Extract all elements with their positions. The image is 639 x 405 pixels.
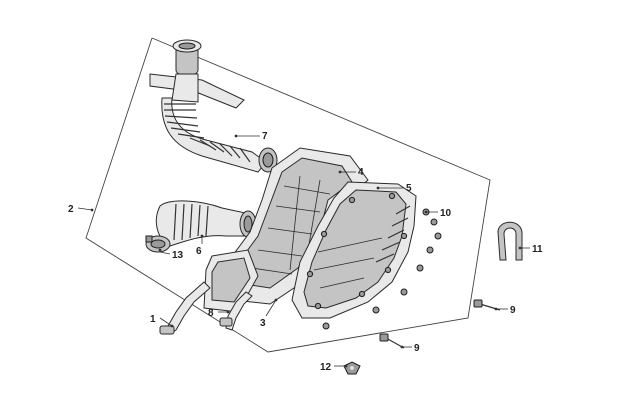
callout-3: 3 bbox=[260, 298, 278, 329]
callout-1: 1 bbox=[150, 314, 174, 328]
svg-text:13: 13 bbox=[172, 250, 184, 261]
svg-text:10: 10 bbox=[440, 208, 452, 219]
hose-clamp-part-13 bbox=[145, 235, 171, 253]
svg-text:11: 11 bbox=[532, 244, 543, 255]
svg-text:5: 5 bbox=[406, 183, 412, 194]
callout-5: 5 bbox=[376, 183, 412, 194]
svg-text:8: 8 bbox=[208, 308, 214, 319]
connecting-tube-part-6 bbox=[155, 200, 257, 247]
svg-text:1: 1 bbox=[150, 314, 156, 325]
hose-clip-part-11 bbox=[497, 221, 523, 261]
drain-tube-part-1 bbox=[159, 281, 211, 335]
drain-tube-part-8 bbox=[219, 291, 253, 331]
assembly-frame bbox=[85, 37, 491, 353]
callout-13: 13 bbox=[158, 248, 184, 261]
callout-10: 10 bbox=[424, 208, 452, 219]
screws-part-10 bbox=[322, 208, 442, 330]
callout-9-lower: 9 bbox=[400, 343, 420, 354]
svg-text:7: 7 bbox=[262, 131, 268, 142]
callout-12: 12 bbox=[320, 362, 348, 373]
bolt-part-9-lower bbox=[379, 333, 405, 349]
nut-part-12 bbox=[343, 361, 361, 375]
svg-text:2: 2 bbox=[68, 204, 74, 215]
callout-8: 8 bbox=[208, 308, 230, 319]
callout-11: 11 bbox=[518, 244, 543, 255]
callout-4: 4 bbox=[338, 167, 364, 178]
callout-9-upper: 9 bbox=[494, 305, 516, 316]
air-cleaner-cover-part-5 bbox=[291, 181, 417, 319]
svg-text:6: 6 bbox=[196, 246, 202, 257]
svg-text:4: 4 bbox=[358, 167, 364, 178]
callout-2: 2 bbox=[68, 204, 94, 215]
svg-text:9: 9 bbox=[510, 305, 516, 316]
callout-7: 7 bbox=[234, 131, 268, 142]
svg-text:9: 9 bbox=[414, 343, 420, 354]
intake-snorkel-part-7 bbox=[149, 39, 278, 173]
svg-text:3: 3 bbox=[260, 318, 266, 329]
svg-text:12: 12 bbox=[320, 362, 332, 373]
callout-6: 6 bbox=[196, 234, 204, 257]
